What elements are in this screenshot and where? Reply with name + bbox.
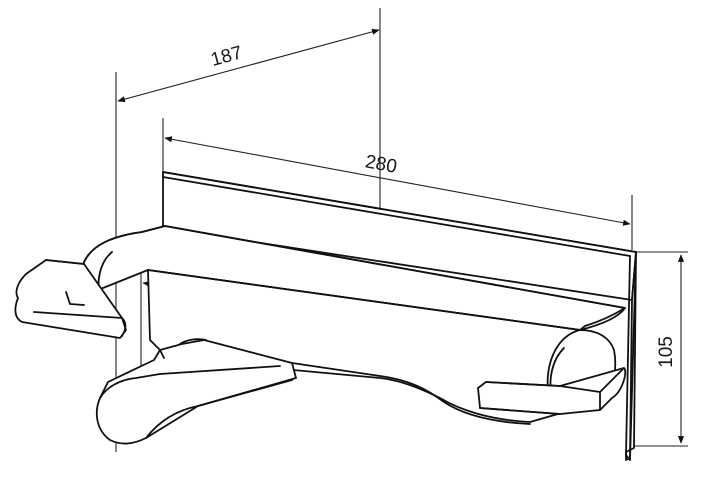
wall-plate <box>162 171 637 461</box>
spout <box>95 338 297 445</box>
dim-label-105: 105 <box>656 336 677 368</box>
dim-line-187 <box>117 28 380 103</box>
dim-line-280 <box>164 136 631 226</box>
left-handle <box>14 259 127 339</box>
faucet-body <box>77 225 626 425</box>
dim-label-280: 280 <box>364 151 399 177</box>
dim-label-187: 187 <box>209 42 245 70</box>
right-handle <box>477 367 627 415</box>
